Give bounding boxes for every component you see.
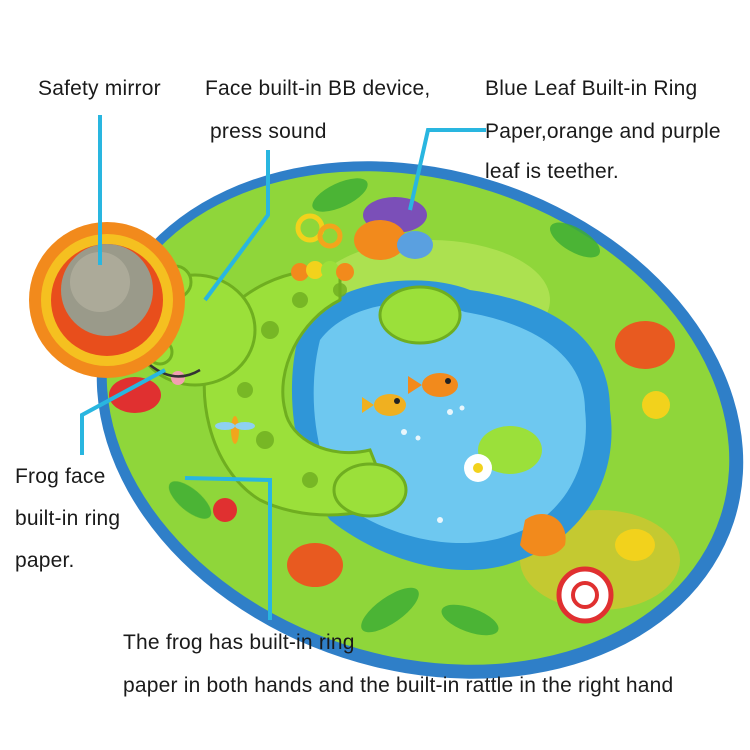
face-device-label-line2: press sound bbox=[210, 120, 327, 143]
teether-leaves bbox=[295, 197, 433, 260]
fish-icon bbox=[408, 373, 458, 397]
frog-hand-right bbox=[332, 462, 408, 518]
callout-lines bbox=[80, 115, 486, 620]
frog-face-label-line3: paper. bbox=[15, 549, 75, 572]
frog-face-label-line1: Frog face bbox=[15, 465, 106, 488]
ladybug-icon bbox=[213, 498, 237, 522]
flower-icon bbox=[464, 454, 492, 482]
leaf-label-line3: leaf is teether. bbox=[485, 160, 619, 183]
safety-mirror bbox=[29, 222, 185, 378]
leaf-label-line2: Paper,orange and purple bbox=[485, 120, 721, 143]
leaf-label-line1: Blue Leaf Built-in Ring bbox=[485, 77, 698, 100]
frog-face-label-line2: built-in ring bbox=[15, 507, 121, 530]
hands-label-line2: paper in both hands and the built-in rat… bbox=[123, 674, 674, 697]
dragonfly-icon bbox=[215, 416, 255, 444]
safety-mirror-label: Safety mirror bbox=[38, 77, 161, 100]
frog-hand-left bbox=[378, 285, 462, 345]
turtle-icon bbox=[287, 543, 343, 587]
hands-label-line1: The frog has built-in ring bbox=[123, 631, 355, 654]
rattle-leaf bbox=[520, 514, 566, 557]
leaf-decoration bbox=[168, 178, 600, 636]
lily-pad-icon bbox=[478, 426, 542, 474]
ladybug-icon bbox=[109, 377, 161, 413]
fish-icon bbox=[362, 394, 406, 416]
face-device-label-line1: Face built-in BB device, bbox=[205, 77, 431, 100]
caterpillar-icon bbox=[291, 261, 354, 281]
snail-icon bbox=[556, 529, 655, 624]
turtle-icon bbox=[615, 321, 675, 419]
